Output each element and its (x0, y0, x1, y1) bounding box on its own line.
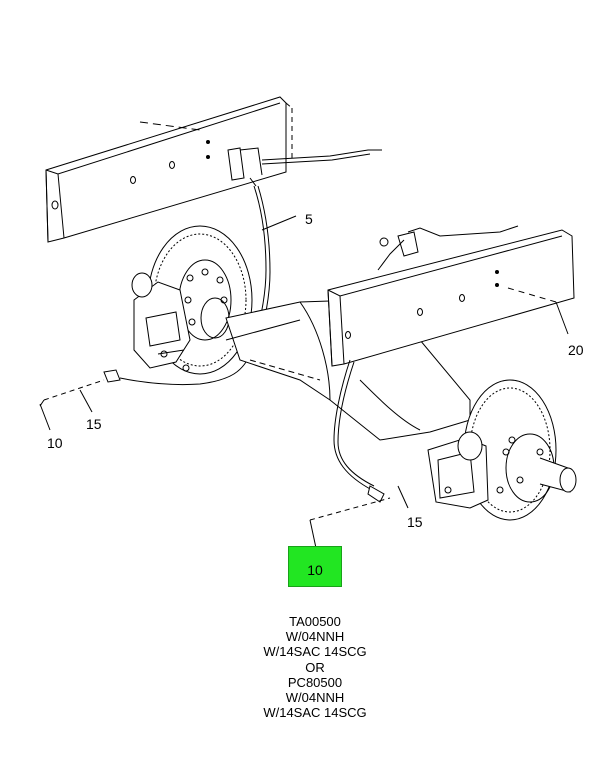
caption-line: W/14SAC 14SCG (263, 705, 367, 721)
lower-brake-cable (309, 225, 519, 521)
left-brake-assembly (39, 225, 253, 407)
upper-frame-rail (45, 96, 293, 243)
caption-line: W/04NNH (285, 690, 345, 706)
highlighted-callout-label: 10 (307, 561, 323, 578)
applicability-caption: TA00500 W/04NNH W/14SAC 14SCG OR PC80500… (205, 614, 425, 720)
caption-line: OR (305, 659, 325, 675)
caption-line: PC80500 (287, 674, 343, 690)
callout-leaders (39, 215, 569, 549)
lower-frame-rail (327, 229, 575, 367)
highlighted-callout-fitting[interactable]: 10 (288, 546, 342, 587)
right-brake-assembly (427, 379, 577, 521)
callout-hose-right: 15 (407, 514, 423, 530)
callout-cable-upper: 5 (305, 211, 313, 227)
caption-line: W/04NNH (285, 629, 345, 645)
callout-crossmember-right: 20 (568, 342, 584, 358)
caption-line: TA00500 (289, 614, 341, 629)
callout-hose-left: 15 (86, 416, 102, 432)
caption-line: W/14SAC 14SCG (263, 644, 367, 660)
callout-fitting-left: 10 (47, 435, 63, 451)
